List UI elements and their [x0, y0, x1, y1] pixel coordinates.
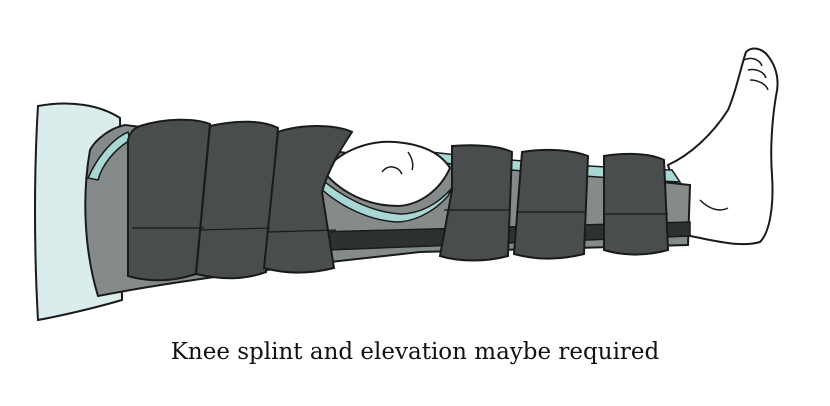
- strap-4: [438, 144, 514, 262]
- foot: [666, 47, 779, 246]
- kneecap-line: [381, 151, 414, 175]
- knee: [322, 140, 452, 208]
- strap-3: [262, 125, 354, 274]
- toe-lines: [743, 57, 769, 91]
- strap-1: [127, 118, 212, 282]
- strap-6: [603, 152, 670, 256]
- strap-5: [512, 148, 590, 260]
- ankle-line: [699, 199, 729, 211]
- caption: Knee splint and elevation maybe required: [170, 339, 660, 365]
- padding-knee: [315, 174, 453, 223]
- strap-2: [194, 120, 280, 280]
- strap-seams: [132, 209, 668, 233]
